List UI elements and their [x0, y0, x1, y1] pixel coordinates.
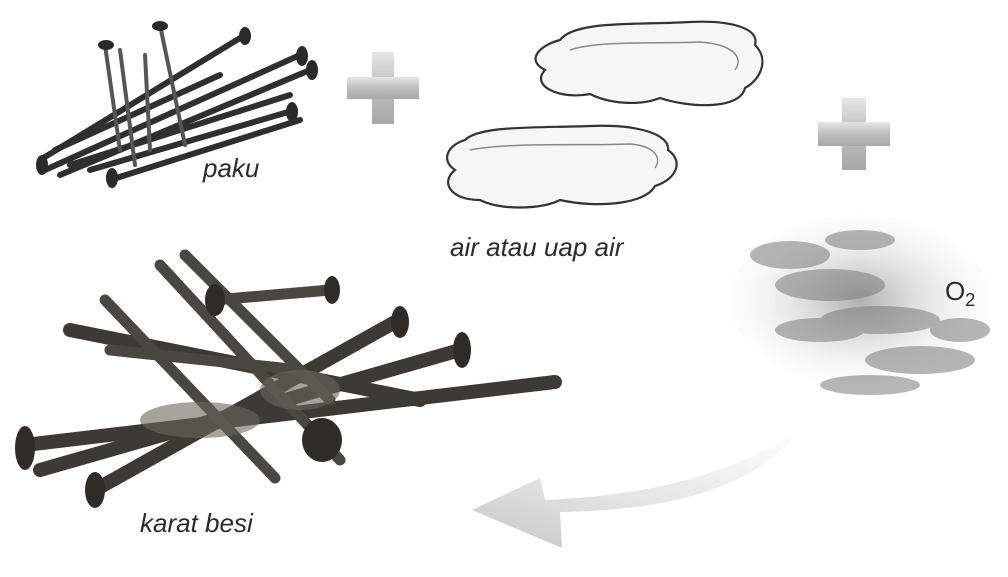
rusty-nail-pile-icon [15, 255, 555, 508]
water-puddle-icon [447, 22, 762, 208]
oxygen-label: O2 [945, 276, 975, 311]
oxygen-subscript: 2 [965, 290, 975, 310]
water-label: air atau uap air [450, 232, 623, 263]
plus-icon [347, 52, 419, 124]
nail-bundle-icon [36, 21, 318, 188]
plus-icon [818, 98, 890, 170]
rust-label: karat besi [140, 508, 253, 539]
oxygen-symbol: O [945, 276, 965, 306]
nail-label: paku [203, 153, 259, 184]
curved-arrow-icon [472, 430, 800, 548]
